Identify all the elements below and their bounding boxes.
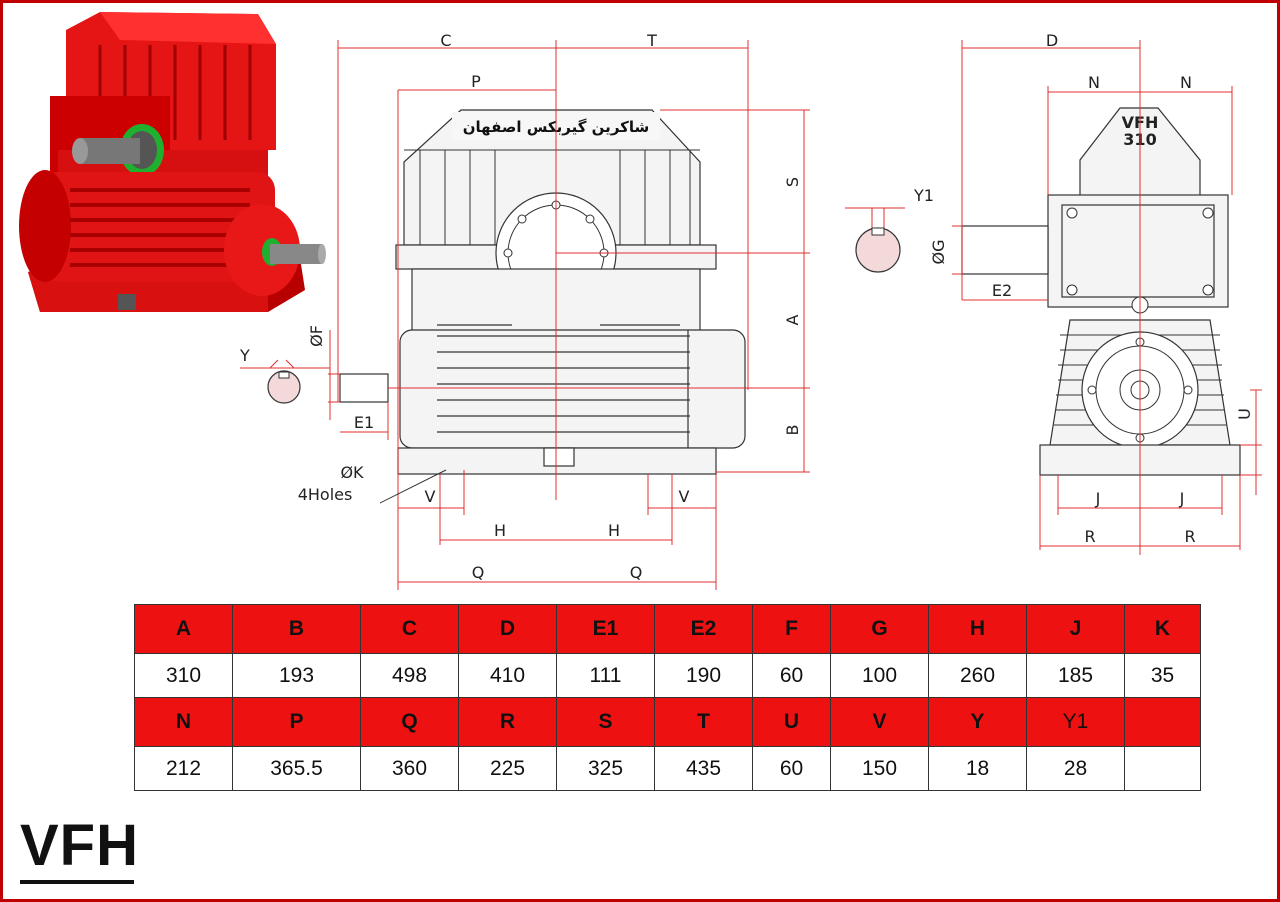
table-cell: E1 <box>556 604 655 654</box>
label-n-left: N <box>1088 73 1100 92</box>
table-cell: T <box>654 697 753 747</box>
label-n-right: N <box>1180 73 1192 92</box>
table-cell: J <box>1026 604 1125 654</box>
label-k: ØK <box>340 463 364 482</box>
table-cell: 260 <box>928 653 1027 698</box>
table-cell: Q <box>360 697 459 747</box>
dimensions-table: A B C D E1 E2 F G H J K 310 193 498 410 … <box>134 604 1201 791</box>
label-v-right: V <box>679 487 690 506</box>
gearbox-product-image <box>19 12 326 312</box>
table-cell: 410 <box>458 653 557 698</box>
table-cell: 185 <box>1026 653 1125 698</box>
table-cell: 28 <box>1026 746 1125 791</box>
table-cell: B <box>232 604 361 654</box>
label-q-left: Q <box>472 563 485 582</box>
label-q-right: Q <box>630 563 643 582</box>
label-v-left: V <box>425 487 436 506</box>
label-g: ØG <box>929 240 948 265</box>
table-cell: 212 <box>134 746 233 791</box>
table-cell: 18 <box>928 746 1027 791</box>
table-cell: Y <box>928 697 1027 747</box>
brand-title: VFH <box>20 813 139 878</box>
shaft-key-y1-detail: Y1 <box>845 186 934 273</box>
label-j-left: J <box>1095 489 1101 508</box>
table-header-row-1: A B C D E1 E2 F G H J K <box>134 604 1201 654</box>
table-header-row-2: N P Q R S T U V Y Y1 <box>134 697 1201 747</box>
label-j-right: J <box>1179 489 1185 508</box>
table-cell: S <box>556 697 655 747</box>
table-cell: 360 <box>360 746 459 791</box>
shaft-key-y-detail: Y <box>239 346 330 404</box>
table-cell: 150 <box>830 746 929 791</box>
label-c: C <box>440 31 451 50</box>
table-cell: K <box>1124 604 1201 654</box>
table-cell: N <box>134 697 233 747</box>
table-cell: 35 <box>1124 653 1201 698</box>
table-cell: H <box>928 604 1027 654</box>
label-t: T <box>646 31 657 50</box>
table-cell: F <box>752 604 831 654</box>
brand-underline <box>20 880 134 884</box>
label-d: D <box>1046 31 1058 50</box>
table-cell: A <box>134 604 233 654</box>
table-value-row-2: 212 365.5 360 225 325 435 60 150 18 28 <box>134 746 1201 791</box>
label-y: Y <box>239 346 250 365</box>
table-cell: E2 <box>654 604 753 654</box>
label-h-left: H <box>494 521 506 540</box>
table-cell: 365.5 <box>232 746 361 791</box>
label-y1: Y1 <box>913 186 934 205</box>
table-cell: 498 <box>360 653 459 698</box>
table-cell: G <box>830 604 929 654</box>
table-cell: 435 <box>654 746 753 791</box>
front-view: شاکرین گیربکس اصفهان <box>298 31 810 590</box>
table-cell: 60 <box>752 653 831 698</box>
label-a: A <box>783 314 802 325</box>
label-h-right: H <box>608 521 620 540</box>
table-cell: 325 <box>556 746 655 791</box>
table-cell: V <box>830 697 929 747</box>
table-cell: 310 <box>134 653 233 698</box>
table-cell: 225 <box>458 746 557 791</box>
table-cell: 100 <box>830 653 929 698</box>
table-cell: C <box>360 604 459 654</box>
table-cell: Y1 <box>1026 697 1125 747</box>
label-b: B <box>783 425 802 436</box>
table-value-row-1: 310 193 498 410 111 190 60 100 260 185 3… <box>134 653 1201 698</box>
technical-drawing: Y شاکرین گیربکس اصفهان <box>19 12 1262 590</box>
table-cell: U <box>752 697 831 747</box>
label-u: U <box>1235 408 1254 420</box>
table-cell: R <box>458 697 557 747</box>
label-e2: E2 <box>992 281 1012 300</box>
label-r-left: R <box>1084 527 1095 546</box>
table-cell: 190 <box>654 653 753 698</box>
label-s: S <box>783 177 802 187</box>
label-holes: 4Holes <box>298 485 353 504</box>
table-cell <box>1124 697 1201 747</box>
label-p: P <box>471 72 481 91</box>
label-e1: E1 <box>354 413 374 432</box>
table-cell <box>1124 746 1201 791</box>
label-r-right: R <box>1184 527 1195 546</box>
table-cell: 111 <box>556 653 655 698</box>
table-cell: 193 <box>232 653 361 698</box>
table-cell: P <box>232 697 361 747</box>
label-f: ØF <box>307 325 326 347</box>
side-view: VFH 310 <box>929 31 1262 555</box>
table-cell: 60 <box>752 746 831 791</box>
table-cell: D <box>458 604 557 654</box>
